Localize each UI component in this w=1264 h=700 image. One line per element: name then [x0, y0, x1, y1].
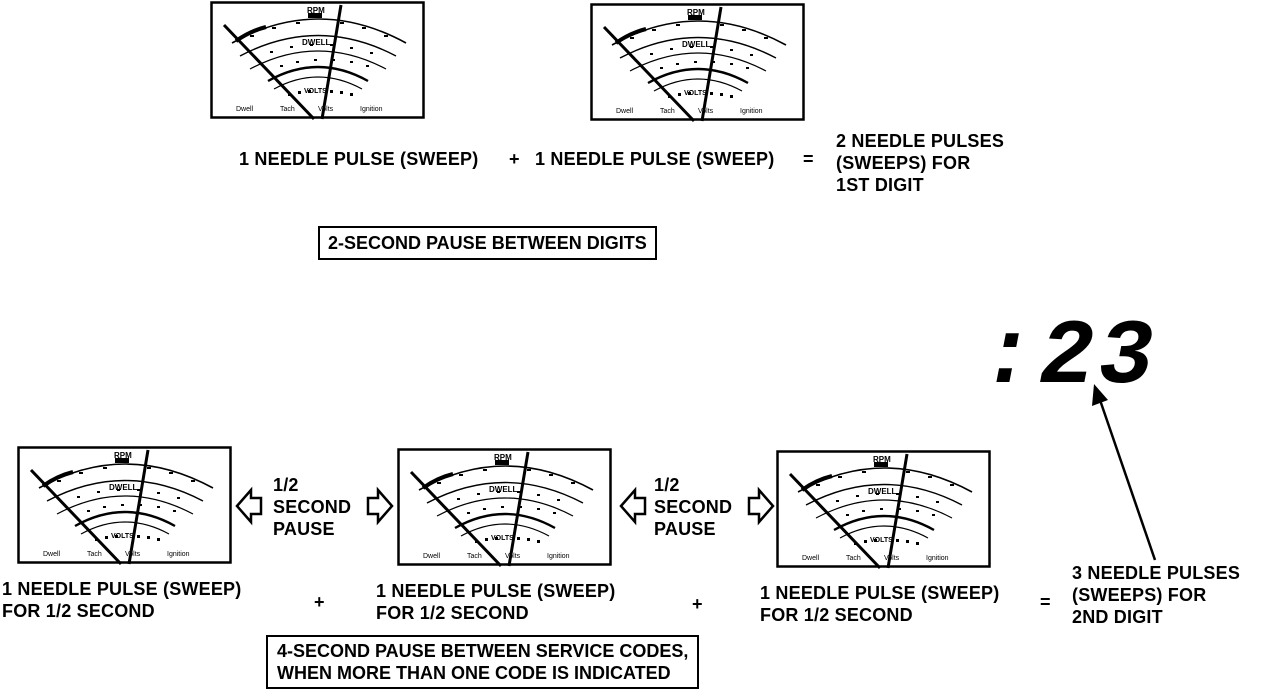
code-pause-line-1: 4-SECOND PAUSE BETWEEN SERVICE CODES,: [277, 641, 689, 661]
bottom-plus-sign-1: +: [314, 592, 325, 612]
meter-mode-label: Dwell: [43, 551, 61, 558]
meter-mode-label: Dwell: [616, 108, 634, 115]
top-result-line-1: 2 NEEDLE PULSES: [836, 131, 1005, 151]
meter-mode-label: Volts: [505, 553, 521, 560]
meter-dwell-label: DWELL: [868, 487, 897, 496]
left-arrow-icon: [235, 486, 263, 526]
pause-right-line-1: 1/2: [654, 475, 680, 495]
top-equals-sign: =: [803, 149, 814, 169]
meter-mode-label: Ignition: [360, 106, 383, 113]
meter-mode-label: Ignition: [167, 551, 190, 558]
meter-dwell-label: DWELL: [489, 485, 518, 494]
meter-mode-label: Tach: [280, 106, 295, 113]
top-result-line-3: 1ST DIGIT: [836, 175, 924, 195]
right-arrow-icon: [366, 486, 394, 526]
top-pulse-1-label: 1 NEEDLE PULSE (SWEEP): [239, 149, 479, 169]
meter-mode-label: Tach: [846, 555, 861, 562]
meter-rpm-label: RPM: [873, 455, 891, 464]
meter-dwell-label: DWELL: [682, 40, 711, 49]
bottom-pulse-1-line-1: 1 NEEDLE PULSE (SWEEP): [2, 579, 242, 599]
meter-volts-label: VOLTS: [870, 537, 893, 544]
meter-mode-label: Ignition: [926, 555, 949, 562]
meter-rpm-label: RPM: [307, 6, 325, 15]
meter-mode-label: Dwell: [423, 553, 441, 560]
meter-volts-label: VOLTS: [684, 90, 707, 97]
meter-volts-label: VOLTS: [304, 88, 327, 95]
meter-mode-label: Volts: [318, 106, 334, 113]
bottom-equals-sign: =: [1040, 592, 1051, 612]
right-arrow-icon: [747, 486, 775, 526]
meter-mode-label: Dwell: [236, 106, 254, 113]
meter-mode-label: Tach: [467, 553, 482, 560]
top-result-line-2: (SWEEPS) FOR: [836, 153, 971, 173]
pause-right-line-3: PAUSE: [654, 519, 716, 539]
dwell-tach-meter: RPM DWELL VOLTS Dwell Tach Volts Ignitio…: [776, 450, 991, 570]
dwell-tach-meter: RPM DWELL VOLTS Dwell Tach Volts Ignitio…: [17, 446, 232, 566]
dwell-tach-meter: RPM DWELL VOLTS Dwell Tach Volts Ignitio…: [210, 1, 425, 121]
meter-mode-label: Ignition: [547, 553, 570, 560]
bottom-pulse-3-line-2: FOR 1/2 SECOND: [760, 605, 913, 625]
code-pause-box: 4-SECOND PAUSE BETWEEN SERVICE CODES, WH…: [266, 635, 700, 689]
meter-dwell-label: DWELL: [109, 483, 138, 492]
pause-left-line-3: PAUSE: [273, 519, 335, 539]
meter-mode-label: Dwell: [802, 555, 820, 562]
meter-mode-label: Tach: [87, 551, 102, 558]
meter-rpm-label: RPM: [687, 8, 705, 17]
meter-volts-label: VOLTS: [111, 533, 134, 540]
meter-mode-label: Tach: [660, 108, 675, 115]
meter-mode-label: Volts: [125, 551, 141, 558]
meter-mode-label: Volts: [884, 555, 900, 562]
pause-left-line-1: 1/2: [273, 475, 299, 495]
top-pulse-2-label: 1 NEEDLE PULSE (SWEEP): [535, 149, 775, 169]
top-plus-sign: +: [509, 149, 520, 169]
pause-right-line-2: SECOND: [654, 497, 733, 517]
meter-mode-label: Ignition: [740, 108, 763, 115]
meter-dwell-label: DWELL: [302, 38, 331, 47]
dwell-tach-meter: RPM DWELL VOLTS Dwell Tach Volts Ignitio…: [397, 448, 612, 568]
meter-rpm-label: RPM: [494, 453, 512, 462]
code-pause-line-2: WHEN MORE THAN ONE CODE IS INDICATED: [277, 663, 671, 683]
pointer-arrow: [1092, 384, 1157, 561]
bottom-result-line-3: 2ND DIGIT: [1072, 607, 1163, 627]
bottom-result-line-2: (SWEEPS) FOR: [1072, 585, 1207, 605]
digit-pause-box: 2-SECOND PAUSE BETWEEN DIGITS: [318, 226, 657, 260]
meter-rpm-label: RPM: [114, 451, 132, 460]
svg-text::23: :23: [980, 305, 1158, 410]
bottom-pulse-2-line-1: 1 NEEDLE PULSE (SWEEP): [376, 581, 616, 601]
bottom-pulse-1-line-2: FOR 1/2 SECOND: [2, 601, 155, 621]
meter-volts-label: VOLTS: [491, 535, 514, 542]
meter-mode-label: Volts: [698, 108, 714, 115]
dwell-tach-meter: RPM DWELL VOLTS Dwell Tach Volts Ignitio…: [590, 3, 805, 123]
left-arrow-icon: [619, 486, 647, 526]
digital-code-display: :23: [980, 305, 1154, 410]
bottom-pulse-3-line-1: 1 NEEDLE PULSE (SWEEP): [760, 583, 1000, 603]
bottom-pulse-2-line-2: FOR 1/2 SECOND: [376, 603, 529, 623]
bottom-plus-sign-2: +: [692, 594, 703, 614]
bottom-result-line-1: 3 NEEDLE PULSES: [1072, 563, 1241, 583]
pause-left-line-2: SECOND: [273, 497, 352, 517]
